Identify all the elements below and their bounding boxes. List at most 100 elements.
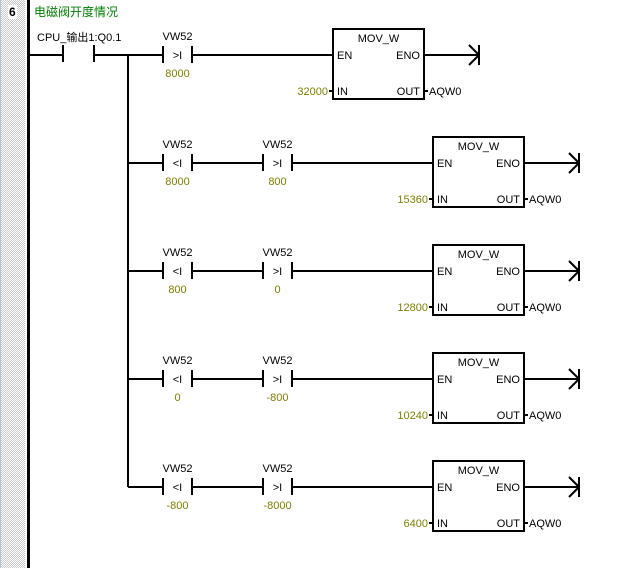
in-value[interactable]: 10240 (397, 410, 428, 422)
eno-pin-label: ENO (496, 266, 520, 278)
box-name: MOV_W (458, 357, 500, 369)
box-frame (432, 244, 525, 316)
compare-operand: VW52 (163, 463, 193, 475)
box-frame (432, 460, 525, 532)
power-rail (27, 0, 30, 568)
compare-operator: >I (273, 374, 282, 386)
compare-operator: <I (173, 266, 182, 278)
box-frame (432, 352, 525, 424)
out-value[interactable]: AQW0 (429, 86, 461, 98)
compare-contact[interactable]: VW52 >I 800 (192, 139, 293, 188)
mov-w-box[interactable]: MOV_W EN ENO IN OUT 6400 AQW0 (404, 460, 562, 532)
out-pin-label: OUT (397, 86, 421, 98)
en-pin-label: EN (437, 158, 452, 170)
compare-operator: <I (173, 158, 182, 170)
compare-value: 8000 (165, 176, 189, 188)
box-name: MOV_W (358, 33, 400, 45)
out-value[interactable]: AQW0 (529, 194, 561, 206)
compare-operand: VW52 (263, 247, 293, 259)
box-name: MOV_W (458, 141, 500, 153)
network-number[interactable]: 6 (8, 5, 17, 19)
in-value[interactable]: 32000 (297, 86, 328, 98)
compare-value: 0 (274, 284, 280, 296)
compare-operator: >I (273, 158, 282, 170)
compare-contact[interactable]: VW52 >I -8000 (192, 463, 293, 512)
arrow-stroke (568, 270, 580, 282)
arrow-stroke (568, 476, 580, 488)
eno-pin-label: ENO (496, 482, 520, 494)
compare-contact[interactable]: VW52 >I 0 (192, 247, 293, 296)
in-value[interactable]: 6400 (404, 518, 428, 530)
compare-value: -8000 (263, 500, 291, 512)
compare-contact[interactable]: VW52<I-800 (128, 463, 193, 512)
rung-end-arrow-icon (568, 260, 580, 282)
in-pin-label: IN (437, 518, 448, 530)
arrow-stroke (568, 486, 580, 498)
arrow-stroke (468, 44, 480, 56)
compare-contact[interactable]: VW52 <I 8000 (128, 139, 193, 188)
mov-w-box[interactable]: MOV_W EN ENO IN OUT 32000 AQW0 (297, 28, 461, 100)
eno-pin-label: ENO (396, 50, 420, 62)
compare-operand: VW52 (263, 463, 293, 475)
out-pin-label: OUT (497, 410, 521, 422)
en-pin-label: EN (437, 374, 452, 386)
arrow-stroke (468, 54, 480, 66)
in-pin-label: IN (337, 86, 348, 98)
out-pin-label: OUT (497, 518, 521, 530)
compare-operand: VW52 (163, 139, 193, 151)
en-pin-label: EN (437, 266, 452, 278)
en-pin-label: EN (437, 482, 452, 494)
out-value[interactable]: AQW0 (529, 518, 561, 530)
in-pin-label: IN (437, 410, 448, 422)
out-pin-label: OUT (497, 194, 521, 206)
box-frame (432, 136, 525, 208)
box-frame (332, 28, 425, 100)
eno-pin-label: ENO (496, 374, 520, 386)
gutter-edge (0, 0, 1, 568)
compare-operator: >I (173, 50, 182, 62)
network-gutter (0, 0, 25, 568)
in-value[interactable]: 12800 (397, 302, 428, 314)
box-name: MOV_W (458, 249, 500, 261)
rung-end-arrow-icon (568, 152, 580, 174)
in-value[interactable]: 15360 (397, 194, 428, 206)
arrow-stroke (568, 378, 580, 390)
mov-w-box[interactable]: MOV_W EN ENO IN OUT 10240 AQW0 (397, 352, 561, 424)
out-pin-label: OUT (497, 302, 521, 314)
compare-operator: <I (173, 374, 182, 386)
compare-operator: >I (273, 482, 282, 494)
compare-contact[interactable]: VW52>I-800 (192, 355, 293, 404)
compare-value: 800 (168, 284, 186, 296)
compare-contact[interactable]: VW52 >I 8000 (128, 31, 193, 80)
rung-end-arrow-icon (568, 368, 580, 390)
compare-operand: VW52 (263, 139, 293, 151)
compare-contact[interactable]: VW52 <I 800 (128, 247, 193, 296)
compare-value: 0 (174, 392, 180, 404)
arrow-stroke (568, 162, 580, 174)
compare-operator: >I (273, 266, 282, 278)
compare-value: 800 (268, 176, 286, 188)
rung: VW52 >I 8000 MOV_W EN ENO IN OUT 32000 AQW0 (128, 28, 480, 100)
rung-end-arrow-icon (468, 44, 480, 66)
compare-operand: VW52 (163, 31, 193, 43)
box-name: MOV_W (458, 465, 500, 477)
rung-end-arrow-icon (568, 476, 580, 498)
en-pin-label: EN (337, 50, 352, 62)
network-title[interactable]: 电磁阀开度情况 (34, 5, 119, 19)
out-value[interactable]: AQW0 (529, 410, 561, 422)
compare-operand: VW52 (163, 247, 193, 259)
compare-value: -800 (166, 500, 188, 512)
input-contact[interactable]: CPU_输出1:Q0.1 (30, 30, 128, 62)
compare-value: 8000 (165, 68, 189, 80)
compare-contact[interactable]: VW52<I0 (128, 355, 193, 404)
arrow-stroke (568, 368, 580, 380)
in-pin-label: IN (437, 194, 448, 206)
compare-operand: VW52 (263, 355, 293, 367)
out-value[interactable]: AQW0 (529, 302, 561, 314)
